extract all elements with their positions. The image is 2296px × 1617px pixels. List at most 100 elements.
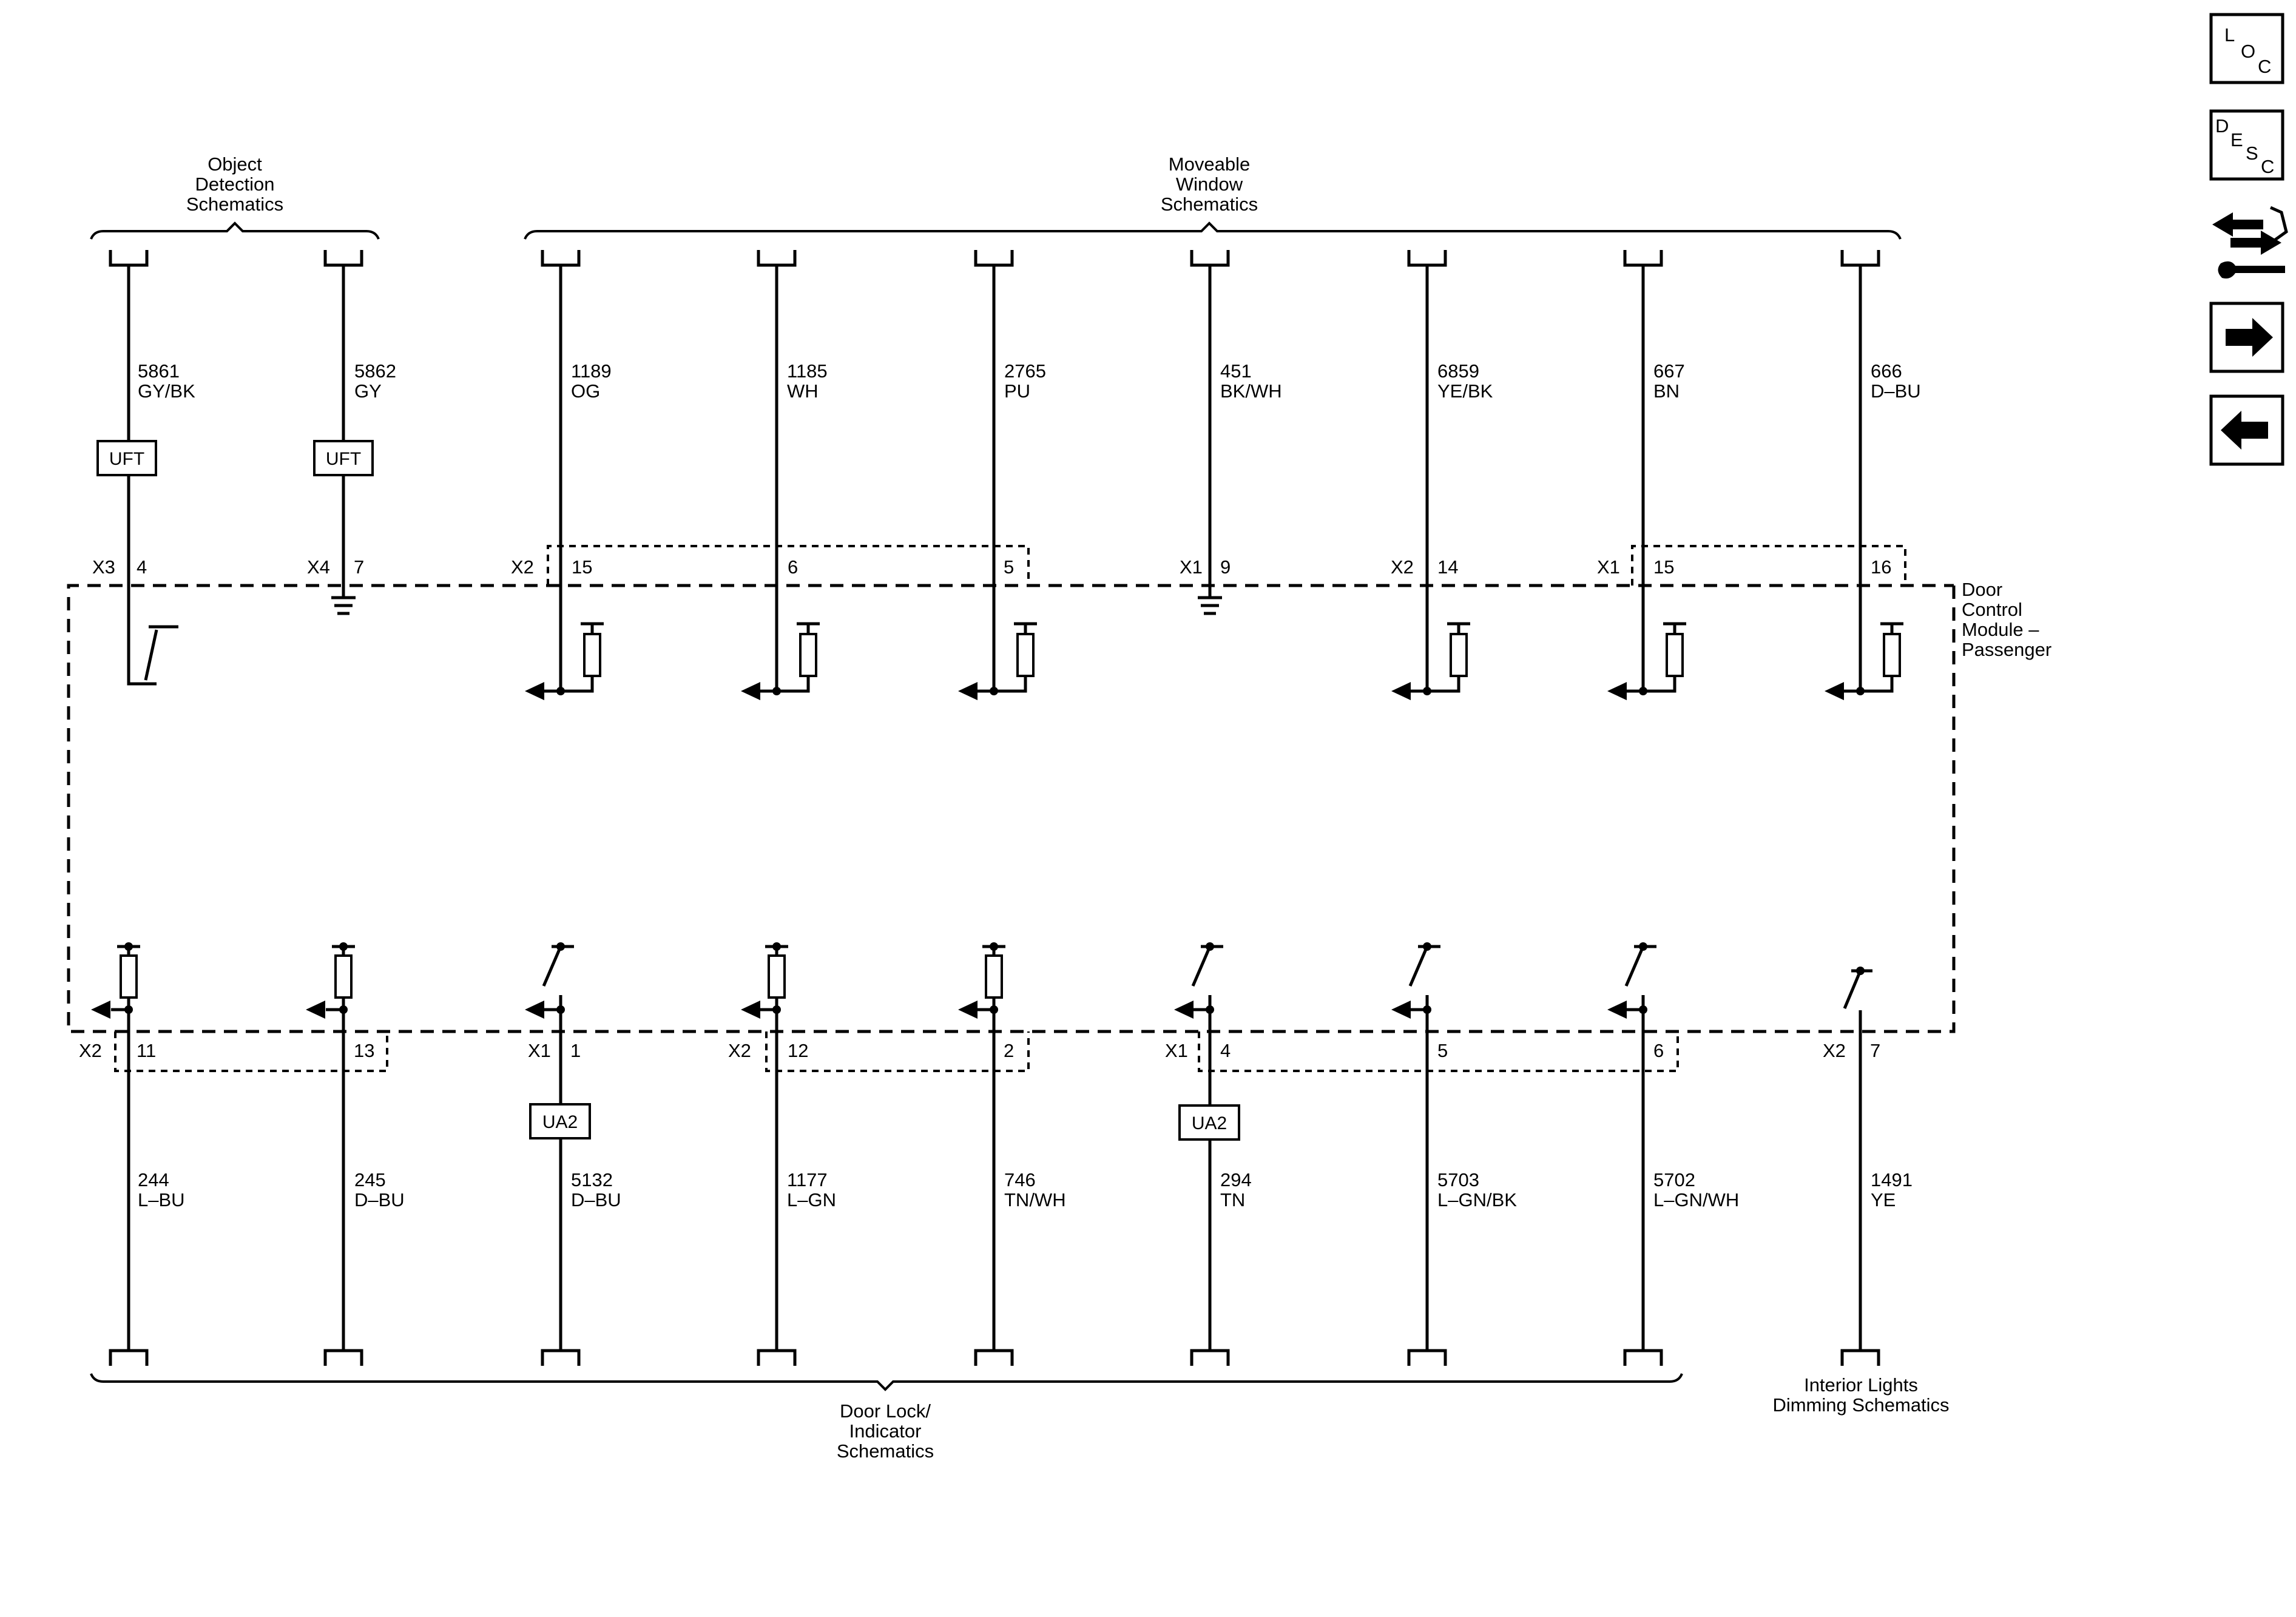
svg-text:GY/BK: GY/BK <box>138 380 195 402</box>
svg-text:X2: X2 <box>79 1040 102 1061</box>
svg-text:X1: X1 <box>1180 556 1203 578</box>
bottom-wire-1177[interactable]: 1177 L–GN X2 12 <box>728 942 836 1366</box>
svg-text:L–GN/BK: L–GN/BK <box>1437 1189 1517 1210</box>
svg-text:Door Lock/: Door Lock/ <box>840 1400 931 1422</box>
interior-lights-label[interactable]: Interior Lights Dimming Schematics <box>1772 1374 1949 1416</box>
svg-text:L: L <box>2224 24 2235 46</box>
svg-text:Window: Window <box>1176 174 1243 195</box>
svg-text:666: 666 <box>1871 360 1902 382</box>
svg-text:13: 13 <box>354 1040 374 1061</box>
svg-text:UFT: UFT <box>109 449 144 469</box>
svg-text:WH: WH <box>787 380 819 402</box>
svg-text:L–GN/WH: L–GN/WH <box>1653 1189 1739 1210</box>
desc-button[interactable]: D E S C <box>2209 109 2284 181</box>
loc-button[interactable]: L O C <box>2209 13 2284 84</box>
bottom-wire-746[interactable]: 746 TN/WH 2 <box>958 942 1066 1366</box>
svg-text:1: 1 <box>570 1040 581 1061</box>
svg-text:YE/BK: YE/BK <box>1437 380 1493 402</box>
svg-text:6: 6 <box>1653 1040 1664 1061</box>
svg-text:1491: 1491 <box>1871 1169 1913 1190</box>
top-wire-1189[interactable]: 1189 OG X2 15 <box>511 250 612 700</box>
bottom-wire-1491[interactable]: 1491 YE X2 7 <box>1823 967 1913 1366</box>
svg-text:15: 15 <box>572 556 592 578</box>
svg-text:Module –: Module – <box>1962 619 2039 640</box>
bottom-wire-244[interactable]: 244 L–BU X2 11 <box>79 942 185 1366</box>
arrow-left-icon[interactable] <box>2209 394 2284 466</box>
svg-text:2765: 2765 <box>1004 360 1046 382</box>
bottom-wire-5703[interactable]: 5703 L–GN/BK 5 <box>1391 942 1517 1366</box>
svg-text:UA2: UA2 <box>1192 1113 1227 1133</box>
svg-text:6859: 6859 <box>1437 360 1479 382</box>
door-control-module-outline <box>67 584 1956 1033</box>
svg-text:5132: 5132 <box>571 1169 613 1190</box>
svg-text:1177: 1177 <box>787 1169 828 1190</box>
svg-text:15: 15 <box>1653 556 1674 578</box>
svg-text:12: 12 <box>788 1040 808 1061</box>
svg-text:14: 14 <box>1437 556 1458 578</box>
svg-text:Indicator: Indicator <box>849 1420 922 1442</box>
svg-text:245: 245 <box>354 1169 386 1190</box>
svg-text:Schematics: Schematics <box>837 1440 934 1462</box>
top-wire-451[interactable]: 451 BK/WH X1 9 <box>1180 250 1282 615</box>
top-wire-5862[interactable]: UFT 5862 GY X4 7 <box>307 250 396 615</box>
top-wire-666[interactable]: 666 D–BU 16 <box>1825 250 1921 700</box>
svg-text:O: O <box>2241 41 2255 62</box>
bottom-wire-294[interactable]: UA2 294 TN X1 4 <box>1165 942 1252 1366</box>
svg-text:4: 4 <box>1220 1040 1231 1061</box>
svg-text:UA2: UA2 <box>542 1112 578 1132</box>
svg-text:667: 667 <box>1653 360 1685 382</box>
svg-text:4: 4 <box>137 556 147 578</box>
top-wire-2765[interactable]: 2765 PU 5 <box>958 250 1046 700</box>
svg-text:X1: X1 <box>528 1040 551 1061</box>
svg-text:BK/WH: BK/WH <box>1220 380 1282 402</box>
object-detection-bracket <box>90 221 380 240</box>
svg-text:X4: X4 <box>307 556 330 578</box>
svg-text:YE: YE <box>1871 1189 1896 1210</box>
svg-text:TN/WH: TN/WH <box>1004 1189 1066 1210</box>
svg-text:244: 244 <box>138 1169 169 1190</box>
svg-text:D–BU: D–BU <box>1871 380 1921 402</box>
svg-text:L–GN: L–GN <box>787 1189 836 1210</box>
door-lock-label[interactable]: Door Lock/ Indicator Schematics <box>837 1400 934 1462</box>
svg-text:D: D <box>2215 115 2229 137</box>
svg-text:2: 2 <box>1004 1040 1014 1061</box>
svg-text:D–BU: D–BU <box>571 1189 621 1210</box>
arrow-right-icon[interactable] <box>2209 302 2284 373</box>
svg-text:451: 451 <box>1220 360 1252 382</box>
bottom-wire-245[interactable]: 245 D–BU 13 <box>306 942 405 1366</box>
svg-text:Object: Object <box>208 154 262 175</box>
svg-text:9: 9 <box>1220 556 1231 578</box>
connector-repair-icon[interactable] <box>2212 206 2288 279</box>
top-wire-5861[interactable]: UFT 5861 GY/BK X3 4 <box>92 250 195 686</box>
svg-text:5703: 5703 <box>1437 1169 1479 1190</box>
top-wire-6859[interactable]: 6859 YE/BK X2 14 <box>1391 250 1493 700</box>
svg-text:GY: GY <box>354 380 382 402</box>
svg-text:TN: TN <box>1220 1189 1245 1210</box>
svg-text:11: 11 <box>137 1040 156 1061</box>
top-wire-1185[interactable]: 1185 WH 6 <box>741 250 828 700</box>
bottom-wire-5702[interactable]: 5702 L–GN/WH 6 <box>1607 942 1739 1366</box>
svg-text:Control: Control <box>1962 599 2022 620</box>
connector-shell-x1-bottom <box>1198 1031 1679 1072</box>
moveable-window-label[interactable]: Moveable Window Schematics <box>1161 154 1258 215</box>
svg-text:Moveable: Moveable <box>1169 154 1250 175</box>
svg-text:X2: X2 <box>728 1040 751 1061</box>
connector-shell-x2-top <box>547 545 1030 586</box>
svg-text:Schematics: Schematics <box>1161 194 1258 215</box>
svg-text:BN: BN <box>1653 380 1680 402</box>
svg-text:Schematics: Schematics <box>186 194 283 215</box>
svg-text:E: E <box>2230 129 2243 150</box>
svg-text:PU: PU <box>1004 380 1030 402</box>
svg-text:5: 5 <box>1004 556 1014 578</box>
bottom-wire-5132[interactable]: UA2 5132 D–BU X1 1 <box>525 942 621 1366</box>
top-wire-667[interactable]: 667 BN X1 15 <box>1597 250 1686 700</box>
svg-text:D–BU: D–BU <box>354 1189 405 1210</box>
svg-text:X3: X3 <box>92 556 115 578</box>
svg-text:Detection: Detection <box>195 174 275 195</box>
svg-text:Passenger: Passenger <box>1962 639 2051 660</box>
object-detection-label[interactable]: Object Detection Schematics <box>186 154 283 215</box>
svg-text:X1: X1 <box>1597 556 1620 578</box>
svg-text:Interior Lights: Interior Lights <box>1804 1374 1918 1396</box>
svg-text:X2: X2 <box>1391 556 1414 578</box>
